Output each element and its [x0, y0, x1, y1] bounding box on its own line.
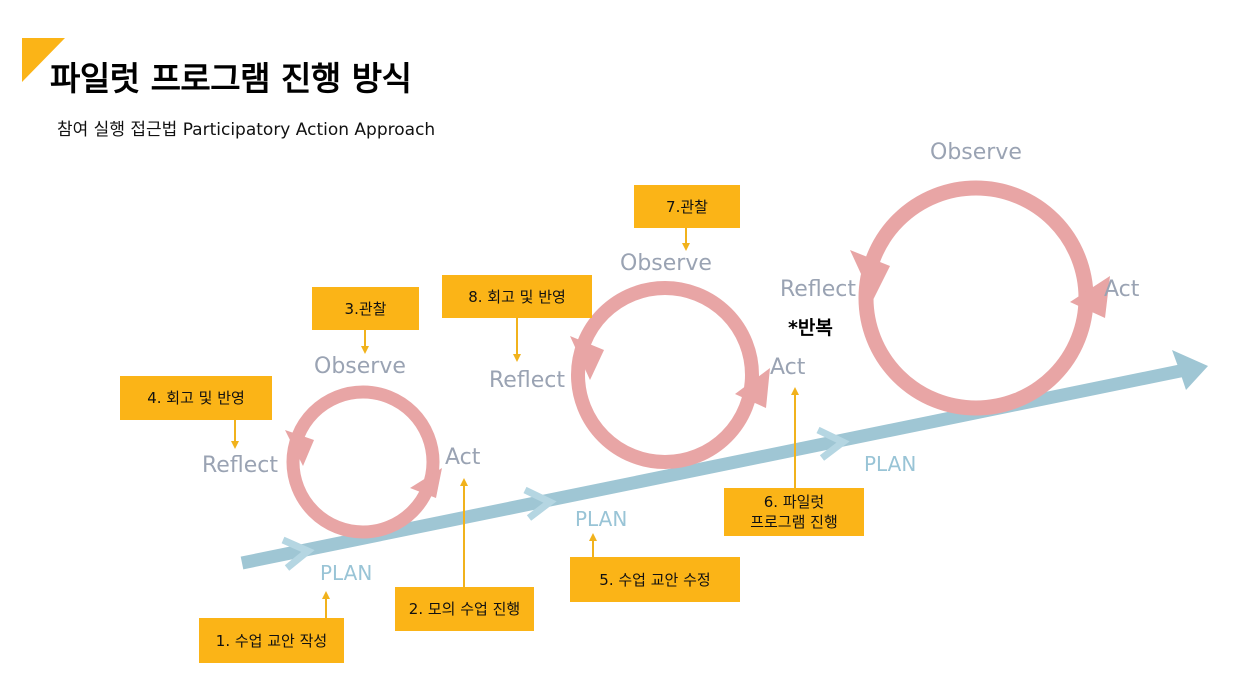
step-6-box: 6. 파일럿 프로그램 진행 — [724, 488, 864, 536]
step-connectors — [231, 228, 799, 618]
step-5-box: 5. 수업 교안 수정 — [570, 557, 740, 602]
cycle-1 — [285, 385, 442, 539]
cycle-3-reflect-label: Reflect — [780, 277, 856, 302]
cycle-3-plan-label: PLAN — [864, 452, 916, 476]
step-3-box: 3.관찰 — [312, 287, 419, 330]
cycle-1-act-label: Act — [445, 445, 481, 470]
cycle-3-observe-label: Observe — [930, 140, 1022, 165]
page-subtitle: 참여 실행 접근법 Participatory Action Approach — [57, 120, 436, 140]
cycle-2 — [570, 281, 770, 469]
cycle-3 — [850, 180, 1110, 416]
step-1-box: 1. 수업 교안 작성 — [199, 618, 344, 663]
cycle-1-reflect-label: Reflect — [202, 453, 278, 478]
repeat-note: *반복 — [788, 317, 833, 339]
cycle-arrowhead-icon — [1070, 276, 1110, 318]
cycle-3-act-label: Act — [1104, 277, 1140, 302]
step-8-box: 8. 회고 및 반영 — [442, 275, 592, 318]
cycle-1-plan-label: PLAN — [320, 561, 372, 585]
corner-accent-triangle — [22, 38, 65, 82]
step-2-box: 2. 모의 수업 진행 — [395, 587, 534, 631]
cycle-arrowhead-icon — [410, 468, 442, 498]
cycle-arrowhead-icon — [570, 336, 604, 380]
step-4-box: 4. 회고 및 반영 — [120, 376, 272, 420]
cycle-2-act-label: Act — [770, 355, 806, 380]
cycle-arrowhead-icon — [735, 368, 770, 408]
cycle-2-plan-label: PLAN — [575, 507, 627, 531]
cycle-arrowhead-icon — [285, 430, 314, 466]
step-7-box: 7.관찰 — [634, 185, 740, 228]
page-title: 파일럿 프로그램 진행 방식 — [50, 59, 412, 98]
cycle-1-observe-label: Observe — [314, 354, 406, 379]
cycle-2-reflect-label: Reflect — [489, 368, 565, 393]
cycle-arrowhead-icon — [850, 250, 890, 300]
cycle-2-observe-label: Observe — [620, 251, 712, 276]
